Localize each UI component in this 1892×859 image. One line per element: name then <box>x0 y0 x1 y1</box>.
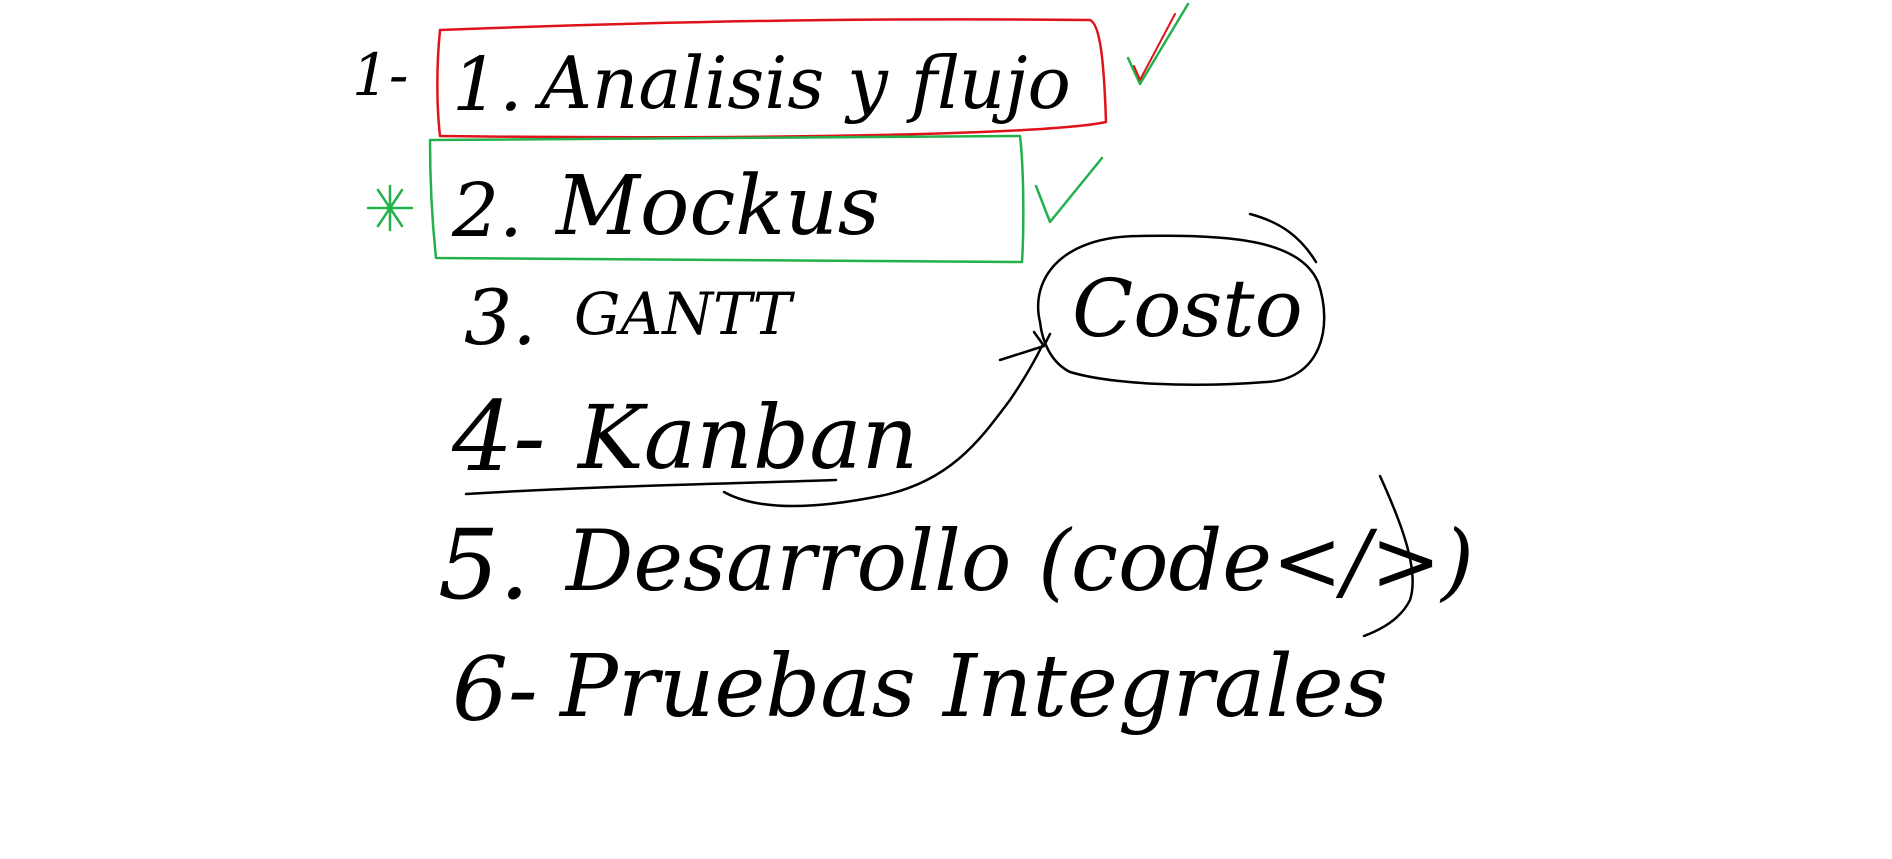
item-2-number: 2. <box>451 168 523 254</box>
item-4-number: 4- <box>451 381 546 493</box>
costo-bubble <box>1036 212 1326 386</box>
item-5-label: Desarrollo (code</>) <box>564 512 1474 610</box>
item-6-number: 6- <box>452 638 538 741</box>
item-1-marker: 1- <box>352 41 409 109</box>
item-2-label: Mockus <box>554 159 880 254</box>
item-1-check-icon <box>1126 2 1190 86</box>
item-2-asterisk-icon <box>366 184 414 232</box>
item-2-highlight-box <box>428 134 1025 264</box>
connector-arrowhead-icon <box>998 330 1052 362</box>
item-1-highlight-box <box>436 18 1108 139</box>
item-5-closing-paren <box>1362 474 1414 638</box>
item-3-number: 3. <box>464 273 537 362</box>
item-1-check-accent-icon <box>1133 13 1176 81</box>
item-1-number: 1. <box>452 42 523 128</box>
item-1-label: Analisis y flujo <box>534 41 1071 125</box>
item-3-label: GANTT <box>574 280 796 348</box>
item-2-check-icon <box>1034 156 1104 224</box>
costo-label: Costo <box>1072 262 1303 355</box>
item-4-label: Kanban <box>576 386 918 489</box>
kanban-to-costo-connector <box>722 344 1044 508</box>
item-5-number: 5. <box>438 509 530 621</box>
item-6-label: Pruebas Integrales <box>558 637 1388 737</box>
item-4-underline <box>464 478 838 496</box>
